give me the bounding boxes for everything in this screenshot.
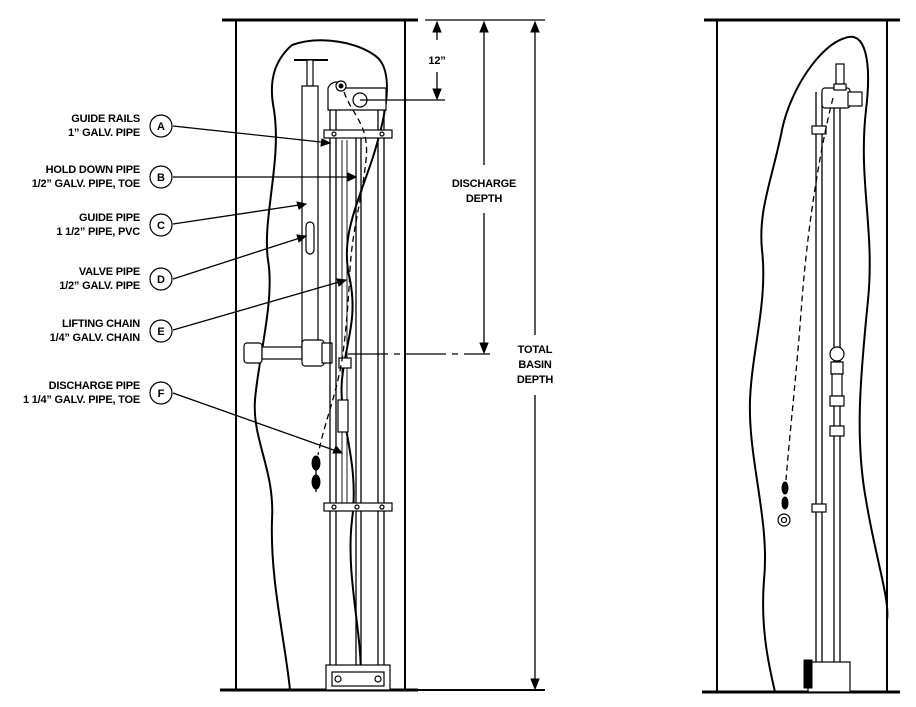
discharge-elbow [301,339,325,367]
callout-c: GUIDE PIPE 1 1/2” PIPE, PVC C [56,212,173,238]
callout-c-line2: 1 1/2” PIPE, PVC [56,226,140,238]
callout-b-letter: B [157,172,165,184]
callout-d-line2: 1/2” GALV. PIPE [59,280,140,292]
discharge-fitting-left [243,342,263,364]
side-view [702,18,900,694]
callout-d-letter: D [157,274,165,286]
top-crossbar [323,129,393,139]
dim-total-basin-depth-line3: DEPTH [517,374,554,386]
callout-e-line2: 1/4” GALV. CHAIN [50,332,141,344]
dim-total-basin-depth-line1: TOTAL [518,344,553,356]
callout-b: HOLD DOWN PIPE 1/2” GALV. PIPE, TOE B [32,164,173,190]
guide-pipe-stem [306,59,314,87]
callout-f-line2: 1 1/4” GALV. PIPE, TOE [23,394,140,406]
side-valve-ring [829,346,845,362]
callout-e-line1: LIFTING CHAIN [62,318,140,330]
dimensions: 12” DISCHARGE DEPTH TOTAL BASIN DEPTH [348,19,554,691]
callout-a-line1: GUIDE RAILS [71,113,140,125]
guide-pipe [301,85,319,349]
callout-c-letter: C [157,220,165,232]
callout-f-letter: F [158,388,165,400]
dim-discharge-depth-line1: DISCHARGE [452,178,516,190]
dim-discharge-depth-line2: DEPTH [466,193,503,205]
callout-labels: GUIDE RAILS 1” GALV. PIPE A HOLD DOWN PI… [23,113,173,406]
chain-weight-1 [311,455,321,471]
guide-pipe-slot [305,221,315,255]
side-lifting-chain [785,97,834,481]
callout-b-line2: 1/2” GALV. PIPE, TOE [32,178,140,190]
lifting-chain [317,91,368,456]
dim-top-offset: 12” [428,55,445,67]
side-top-fitting [821,87,851,109]
chain-weight-2 [311,474,321,490]
callout-c-line1: GUIDE PIPE [79,212,140,224]
callout-a: GUIDE RAILS 1” GALV. PIPE A [68,113,173,139]
callout-a-letter: A [157,121,165,133]
callout-e-letter: E [157,326,164,338]
callout-d: VALVE PIPE 1/2” GALV. PIPE D [59,266,173,292]
callout-e: LIFTING CHAIN 1/4” GALV. CHAIN E [50,318,173,344]
discharge-collar [321,342,333,364]
callout-f: DISCHARGE PIPE 1 1/4” GALV. PIPE, TOE F [23,380,173,406]
side-base-plate [807,661,851,693]
discharge-horizontal-pipe [261,346,303,360]
side-cutaway-outline [748,35,889,693]
callout-b-line1: HOLD DOWN PIPE [46,164,140,176]
callout-f-line1: DISCHARGE PIPE [49,380,140,392]
callout-a-line2: 1” GALV. PIPE [68,127,140,139]
callout-leaders [172,125,358,454]
callout-d-line1: VALVE PIPE [79,266,140,278]
dim-total-basin-depth-line2: BASIN [518,359,551,371]
front-view [220,18,418,692]
